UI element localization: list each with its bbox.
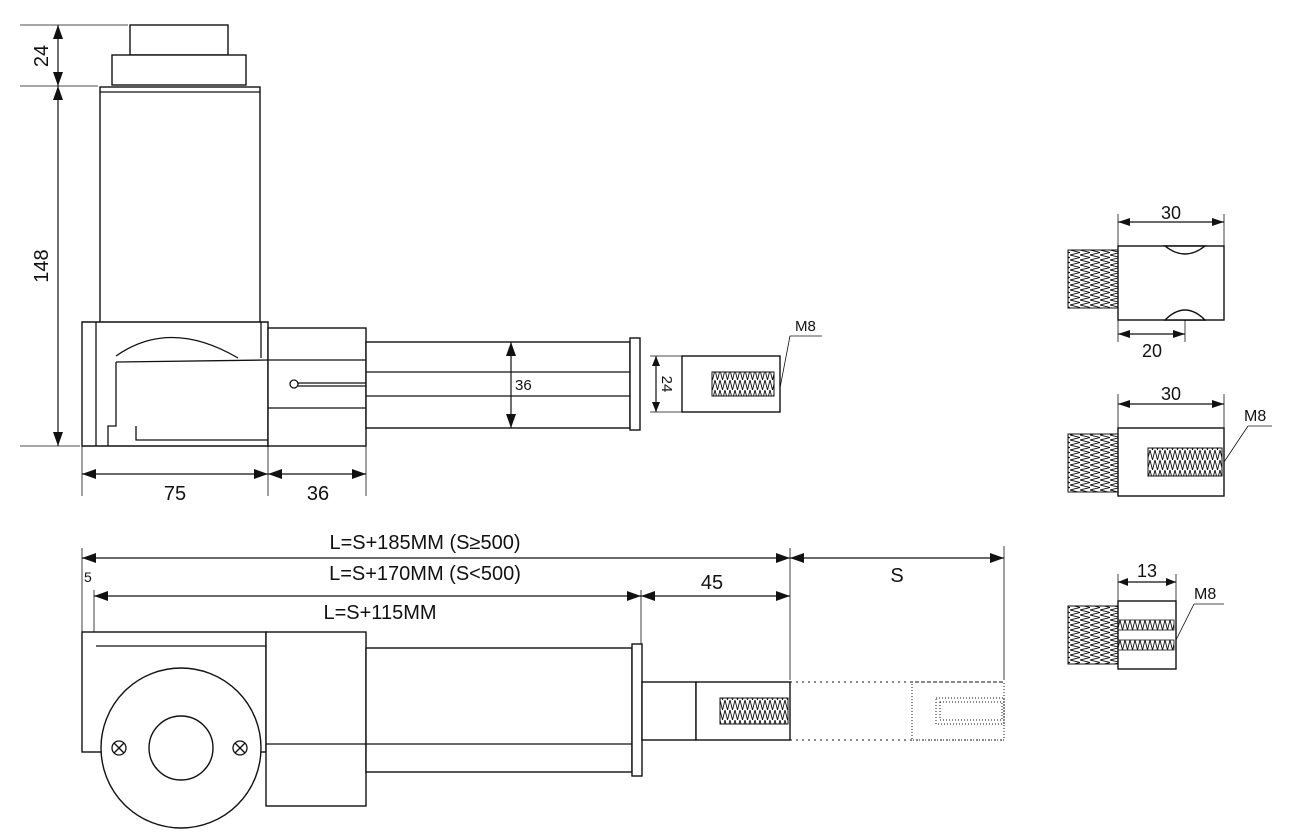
gear-housing: [81, 321, 269, 447]
dim-length-long: L=S+185MM (S≥500): [329, 532, 520, 554]
gearbox-top: [265, 631, 367, 807]
dim-offset-5: 5: [84, 569, 92, 585]
clevis-body: [1117, 245, 1225, 321]
tapped-end-view: 30 M8: [1067, 384, 1272, 497]
dim-cap-height: 24: [31, 45, 53, 67]
motor-cap-base: [111, 54, 247, 86]
clevis-width-label: 30: [1161, 203, 1181, 223]
screw-right-icon: [232, 740, 248, 756]
dim-base-width: 75: [164, 483, 186, 505]
rod-end-top-thread: [719, 697, 789, 725]
short-thread-label: M8: [1194, 586, 1216, 603]
outer-tube: [365, 341, 631, 429]
dim-gearbox-width: 36: [307, 483, 329, 505]
dim-motor-height: 148: [31, 249, 53, 282]
tapped-inner-thread: [1147, 447, 1223, 477]
clevis-slot-label: 20: [1142, 341, 1162, 361]
dim-shaft-diameter: 36: [515, 377, 532, 394]
side-view: M8 24 148 36 24 75 36: [20, 24, 822, 505]
tapped-width-label: 30: [1161, 384, 1181, 404]
dim-end-45: 45: [701, 572, 723, 594]
gearbox: [267, 327, 367, 447]
short-end-view: 13 M8: [1067, 561, 1224, 670]
short-outer-thread: [1067, 605, 1119, 665]
motor-body: [99, 86, 261, 324]
clevis-end-view: 30 20: [1067, 203, 1225, 361]
tube-top: [365, 647, 633, 773]
dim-length-short: L=S+170MM (S<500): [329, 563, 521, 585]
short-body: [1117, 600, 1177, 670]
tapped-outer-thread: [1067, 433, 1119, 493]
extended-thread: [935, 697, 1005, 725]
tube-flange-top: [631, 643, 643, 777]
motor-center-cap: [148, 715, 214, 781]
short-width-label: 13: [1137, 561, 1157, 581]
top-view: L=S+185MM (S≥500) L=S+170MM (S<500) 5 L=…: [81, 532, 1005, 829]
rod-end-thread: [711, 371, 775, 397]
motor-cap-top: [129, 24, 229, 56]
screw-left-icon: [111, 740, 127, 756]
rod-end-thread-label: M8: [795, 318, 816, 335]
dim-length-body: L=S+115MM: [323, 602, 436, 624]
dim-rod-end-height: 24: [658, 376, 675, 393]
dim-stroke: S: [890, 565, 903, 587]
rod-top: [641, 681, 697, 741]
clevis-thread: [1067, 249, 1119, 309]
tapped-thread-label: M8: [1244, 408, 1266, 425]
extended-rod-end: [911, 681, 1005, 741]
tube-flange: [629, 337, 641, 431]
